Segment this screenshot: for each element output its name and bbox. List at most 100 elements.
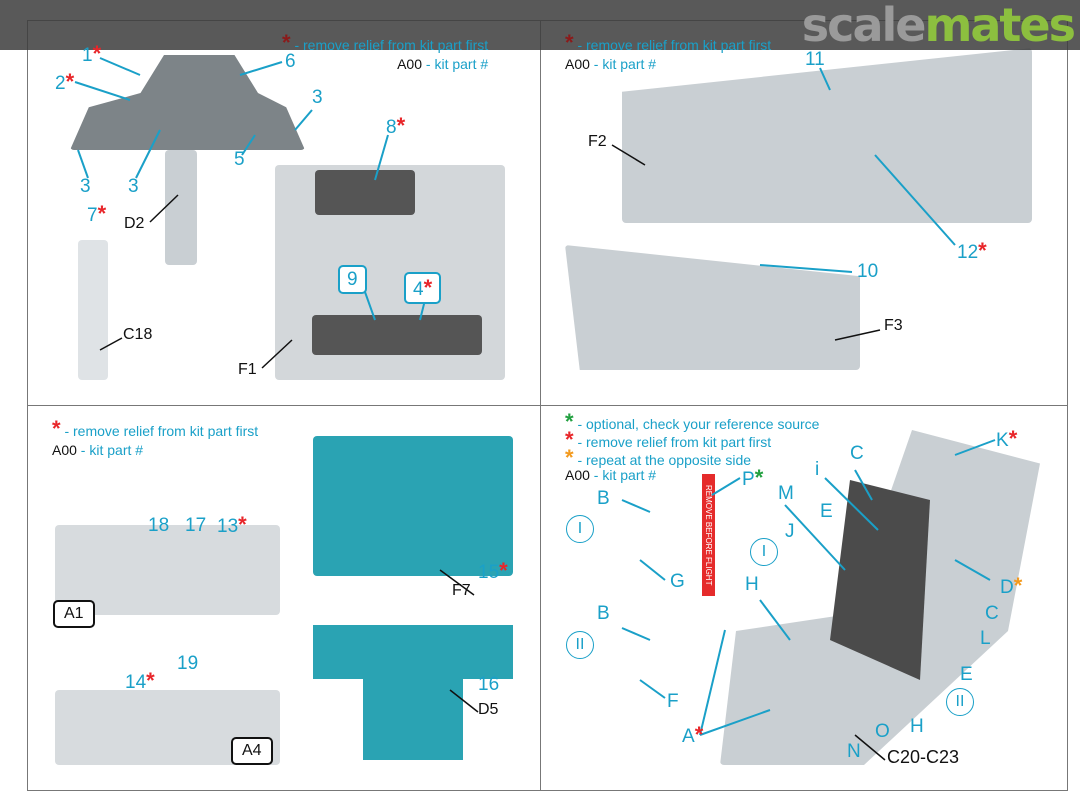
star: * bbox=[1013, 573, 1023, 598]
star: * bbox=[499, 558, 508, 583]
callout-number: 2 bbox=[55, 73, 66, 94]
callout-9: 9 bbox=[338, 265, 367, 294]
callout-k: K* bbox=[996, 426, 1018, 451]
part-f1: F1 bbox=[238, 361, 257, 378]
console-panel-image bbox=[315, 170, 415, 215]
callout-3: 3 bbox=[80, 176, 91, 197]
console-panel-image bbox=[312, 315, 482, 355]
part-f3: F3 bbox=[884, 317, 903, 334]
star: * bbox=[423, 275, 433, 300]
star: * bbox=[565, 427, 574, 452]
callout-d: D* bbox=[1000, 573, 1023, 598]
callout-15: 15* bbox=[478, 558, 508, 583]
star: * bbox=[146, 668, 155, 693]
legend-text: - kit part # bbox=[589, 467, 657, 483]
part-d2: D2 bbox=[124, 215, 145, 232]
seat-cushion-image bbox=[830, 480, 930, 680]
callout-number: 12 bbox=[957, 242, 979, 263]
callout-f: F bbox=[667, 691, 679, 712]
logo-part: scale bbox=[801, 0, 927, 52]
callout-16: 16 bbox=[478, 674, 500, 695]
legend-code: A00 bbox=[565, 56, 590, 72]
callout-p: P* bbox=[742, 467, 763, 490]
callout-i-circle: I bbox=[566, 515, 594, 543]
scalemates-logo: scalemates bbox=[801, 0, 1076, 52]
callout-n: N bbox=[847, 741, 861, 762]
star: * bbox=[565, 445, 574, 470]
legend-top-left: * - remove relief from kit part first A0… bbox=[282, 30, 488, 72]
callout-e: E bbox=[820, 501, 833, 522]
part-a4: A4 bbox=[231, 737, 273, 765]
callout-o: O bbox=[875, 721, 890, 742]
legend-text: - kit part # bbox=[589, 56, 657, 72]
callout-5: 5 bbox=[234, 149, 245, 170]
callout-m: M bbox=[778, 483, 794, 504]
star: * bbox=[1008, 426, 1018, 451]
callout-number: 15 bbox=[478, 562, 500, 583]
star: * bbox=[978, 238, 987, 263]
callout-ii-circle: II bbox=[946, 688, 974, 716]
panel-d2-image bbox=[165, 150, 197, 265]
callout-i-circle: I bbox=[750, 538, 778, 566]
callout-12: 12* bbox=[957, 238, 987, 263]
callout-14: 14* bbox=[125, 668, 155, 693]
star: * bbox=[52, 416, 61, 441]
callout-letter: A bbox=[682, 726, 695, 747]
part-a1: A1 bbox=[53, 600, 95, 628]
legend-text: - remove relief from kit part first bbox=[60, 423, 259, 439]
star: * bbox=[565, 409, 574, 434]
legend-bottom-left: * - remove relief from kit part first A0… bbox=[52, 416, 258, 458]
remove-before-flight-tag: REMOVE BEFORE FLIGHT bbox=[702, 474, 715, 596]
star: * bbox=[238, 512, 247, 537]
star: * bbox=[282, 30, 291, 55]
callout-c: C bbox=[850, 443, 864, 464]
legend-text: - remove relief from kit part first bbox=[573, 434, 772, 450]
callout-number: 13 bbox=[217, 516, 239, 537]
callout-j: J bbox=[785, 521, 795, 542]
star: * bbox=[97, 201, 107, 226]
callout-8: 8* bbox=[386, 113, 406, 138]
callout-number: 7 bbox=[87, 205, 98, 226]
callout-11: 11 bbox=[805, 49, 825, 70]
star: * bbox=[396, 113, 406, 138]
legend-code: A00 bbox=[397, 56, 423, 72]
part-d5: D5 bbox=[478, 701, 499, 718]
legend-text: - repeat at the opposite side bbox=[573, 452, 752, 468]
legend-text: - optional, check your reference source bbox=[573, 416, 820, 432]
callout-g: G bbox=[670, 571, 685, 592]
divider bbox=[27, 405, 1068, 406]
star: * bbox=[694, 722, 704, 747]
callout-a: A* bbox=[682, 722, 704, 747]
logo-part: mates bbox=[924, 0, 1076, 52]
callout-ii-circle: II bbox=[566, 631, 594, 659]
watermark-band: scalemates bbox=[0, 0, 1080, 52]
callout-letter: D bbox=[1000, 577, 1014, 598]
callout-13: 13* bbox=[217, 512, 247, 537]
callout-b: B bbox=[597, 603, 610, 624]
callout-10: 10 bbox=[857, 261, 879, 282]
part-f2: F2 bbox=[588, 133, 607, 150]
legend-code: A00 bbox=[565, 467, 590, 483]
callout-i: i bbox=[815, 459, 820, 480]
star: * bbox=[92, 41, 102, 66]
callout-2: 2* bbox=[55, 69, 75, 94]
callout-1: 1* bbox=[82, 41, 102, 66]
callout-4: 4* bbox=[404, 272, 442, 304]
legend-text: - kit part # bbox=[422, 56, 489, 72]
legend-top-right: * - remove relief from kit part first A0… bbox=[565, 30, 771, 72]
callout-letter: P bbox=[742, 469, 755, 490]
callout-l: L bbox=[980, 628, 991, 649]
star: * bbox=[565, 30, 574, 55]
callout-6: 6 bbox=[285, 51, 296, 72]
legend-text: - kit part # bbox=[76, 442, 144, 458]
callout-18: 18 bbox=[148, 515, 170, 536]
panel-f7-image bbox=[313, 436, 513, 576]
star: * bbox=[65, 69, 75, 94]
callout-number: 8 bbox=[386, 117, 397, 138]
callout-19: 19 bbox=[177, 653, 199, 674]
part-c18: C18 bbox=[123, 326, 153, 343]
callout-e: E bbox=[960, 664, 973, 685]
callout-7: 7* bbox=[87, 201, 107, 226]
part-f7: F7 bbox=[452, 582, 471, 599]
